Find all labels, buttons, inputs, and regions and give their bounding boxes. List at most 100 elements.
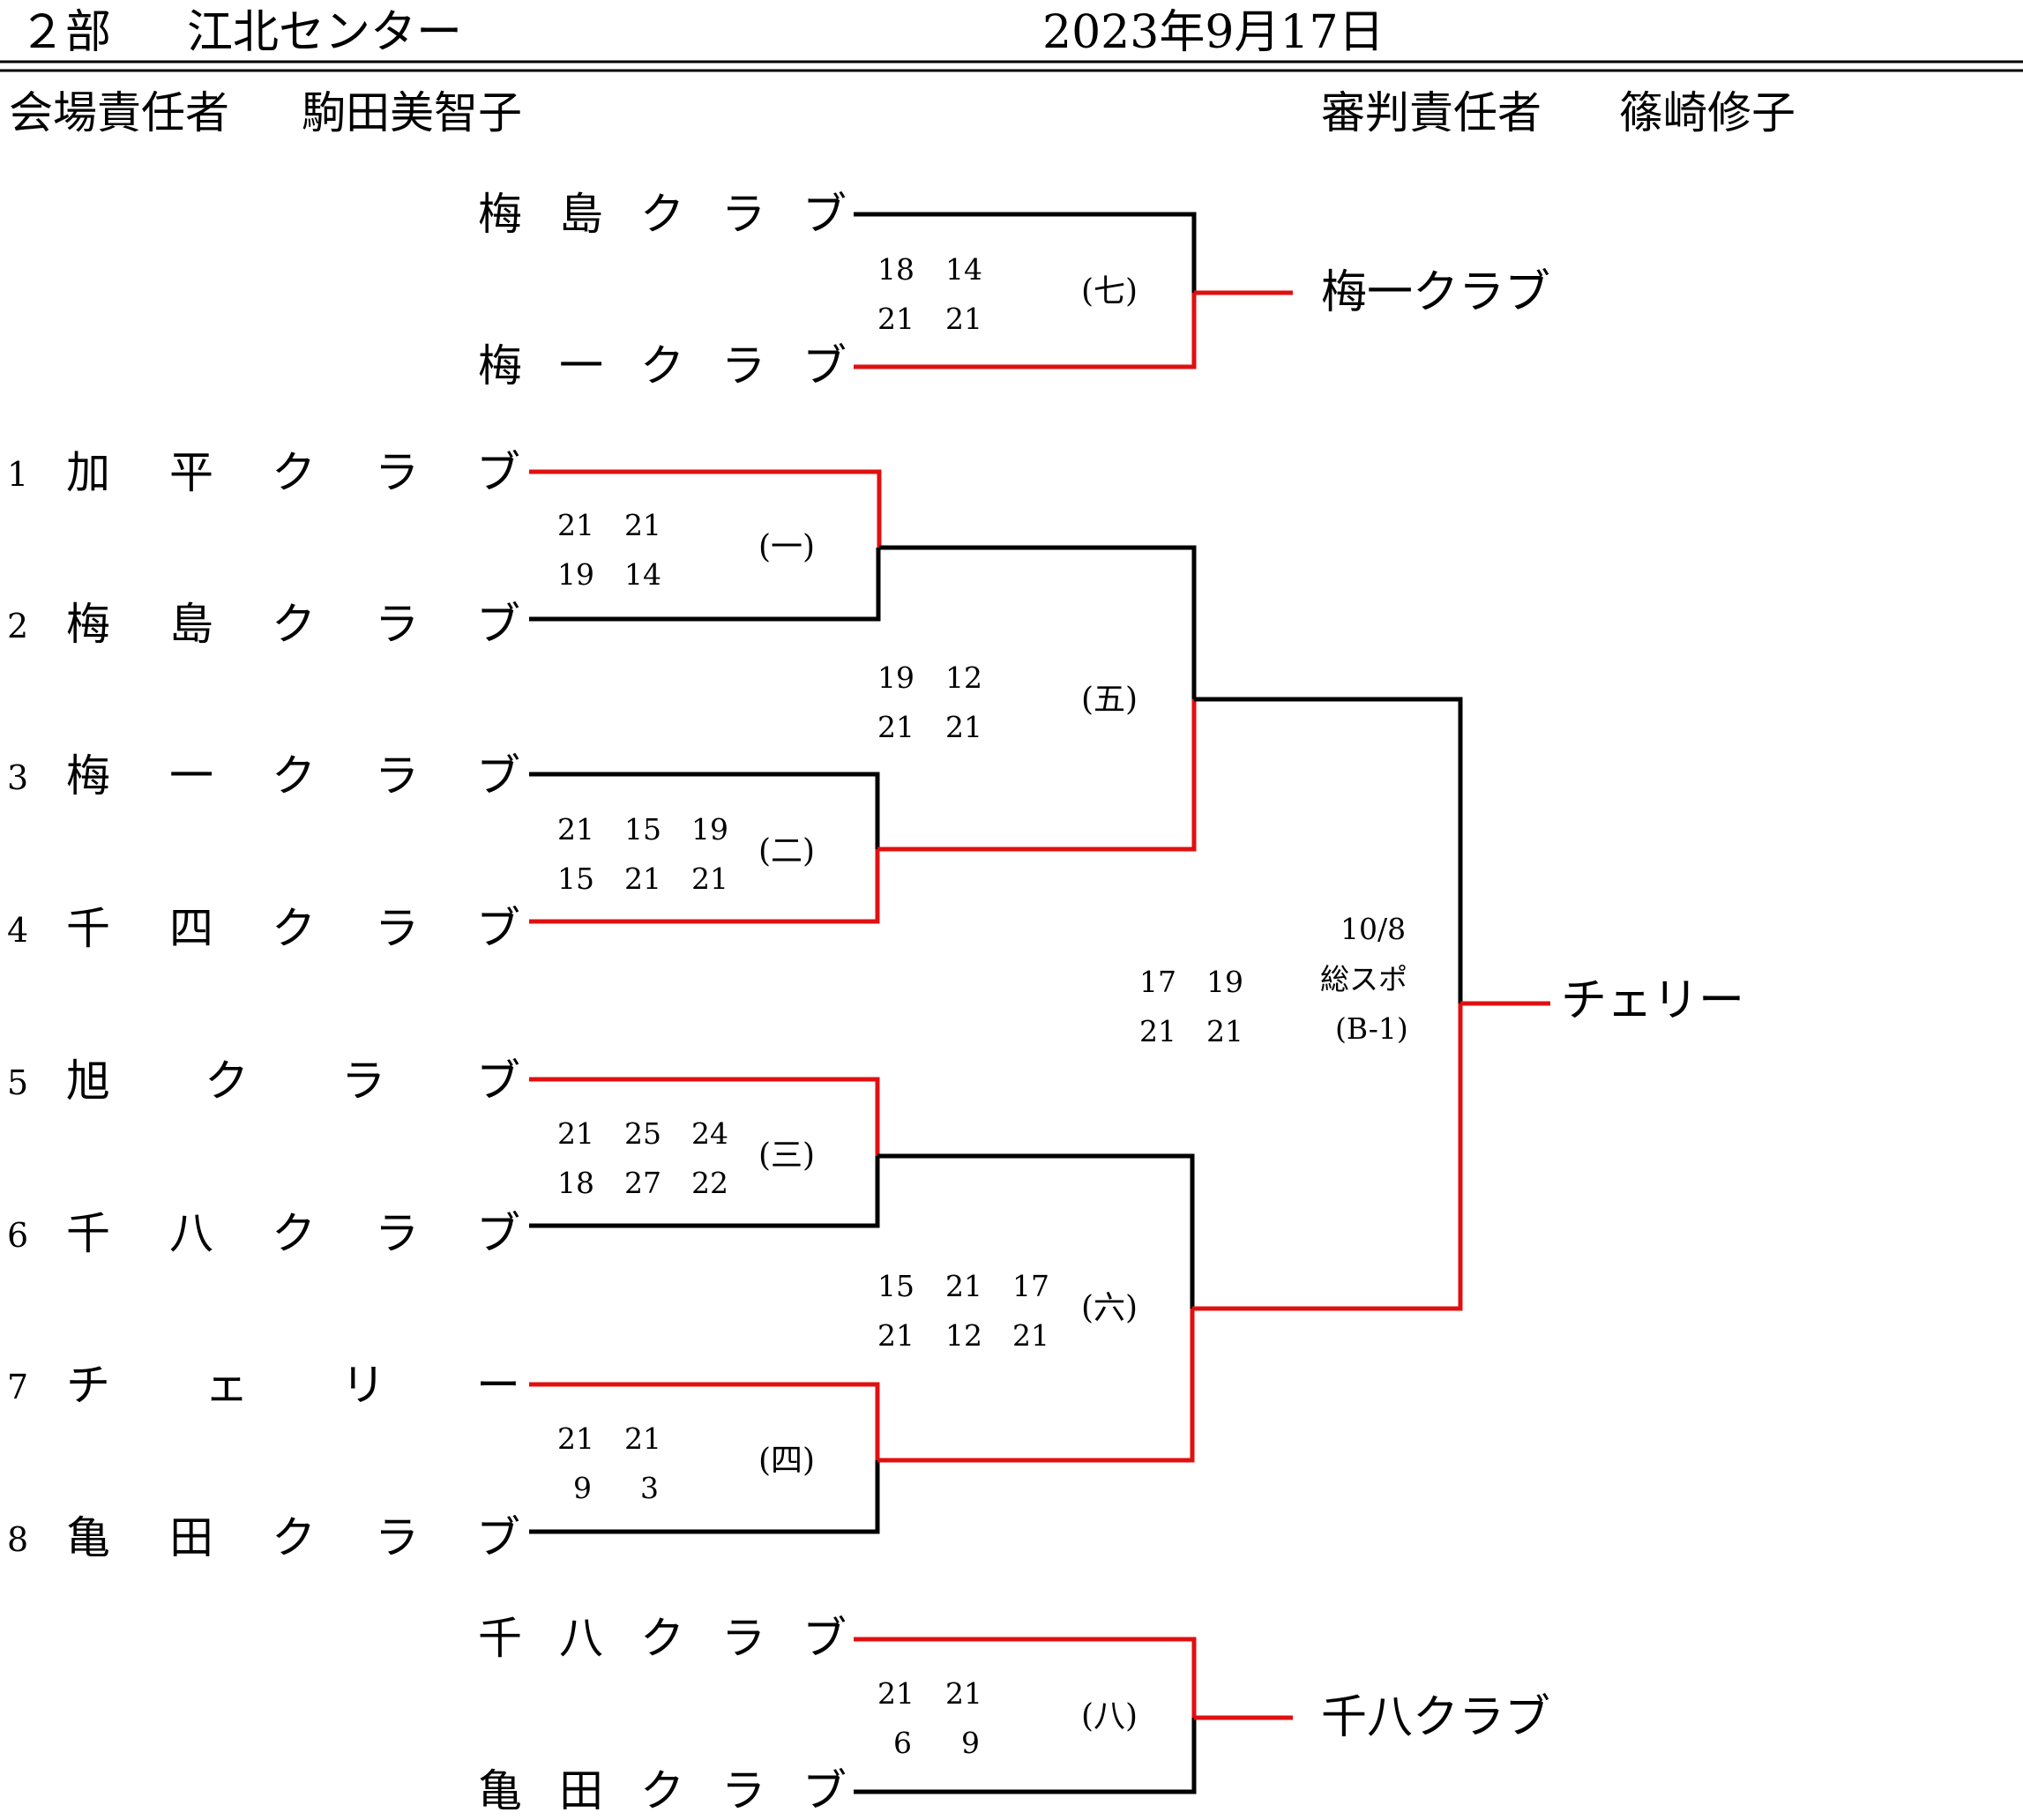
- svg-text:ブ: ブ: [476, 1208, 520, 1259]
- bracket-line: [879, 545, 1197, 699]
- svg-text:15: 15: [877, 1269, 914, 1303]
- match-label: (三): [758, 1138, 815, 1174]
- svg-text:27: 27: [624, 1166, 661, 1200]
- division-label: ２部: [19, 6, 111, 59]
- svg-text:21: 21: [945, 1269, 982, 1303]
- match-score: 21 21 6 9: [877, 1676, 982, 1760]
- venue-manager-name: 駒田美智子: [302, 87, 522, 138]
- final-date: 10/8: [1340, 912, 1406, 946]
- referee-manager-label: 審判責任者: [1321, 87, 1542, 138]
- svg-text:12: 12: [945, 660, 982, 695]
- svg-text:ク: ク: [272, 599, 316, 650]
- svg-text:24: 24: [691, 1116, 728, 1151]
- svg-text:ブ: ブ: [476, 1055, 520, 1107]
- svg-text:田: 田: [559, 1765, 603, 1816]
- svg-text:ブ: ブ: [802, 340, 847, 392]
- team-number: 7: [7, 1368, 28, 1406]
- svg-text:15: 15: [557, 862, 594, 896]
- team-name: 加 平 ク ラ ブ: [66, 447, 520, 498]
- svg-text:3: 3: [640, 1471, 659, 1505]
- svg-text:チ: チ: [66, 1360, 110, 1411]
- svg-text:ク: ク: [272, 447, 316, 498]
- team-name: 千 八 ク ラ ブ: [66, 1208, 520, 1259]
- svg-text:ク: ク: [272, 1512, 316, 1563]
- event-date: 2023年9月17日: [1042, 6, 1385, 59]
- svg-text:ラ: ラ: [375, 1512, 419, 1563]
- svg-text:千: 千: [66, 903, 110, 954]
- svg-text:9: 9: [573, 1471, 592, 1505]
- svg-text:14: 14: [624, 557, 661, 592]
- match-score: 17 19 21 21: [1139, 965, 1243, 1048]
- champion-name: チェリー: [1561, 974, 1744, 1027]
- team-number: 1: [7, 455, 28, 494]
- team-number: 6: [7, 1216, 28, 1255]
- svg-text:21: 21: [877, 710, 914, 744]
- svg-text:ブ: ブ: [476, 1512, 520, 1563]
- referee-manager-name: 篠崎修子: [1619, 87, 1795, 138]
- match-label: (一): [758, 529, 815, 565]
- match-score: 15 21 17 21 12 21: [877, 1269, 1049, 1353]
- svg-text:ク: ク: [640, 1613, 684, 1664]
- svg-text:ラ: ラ: [341, 1055, 385, 1107]
- team-number: 5: [7, 1063, 28, 1102]
- svg-text:八: 八: [169, 1208, 213, 1259]
- bracket-line: [529, 772, 880, 849]
- team-name: 亀 田 ク ラ ブ: [478, 1765, 847, 1816]
- svg-text:島: 島: [169, 599, 213, 650]
- bracket-line: [877, 699, 1197, 852]
- match-label: (二): [758, 833, 815, 869]
- svg-text:21: 21: [945, 1676, 982, 1711]
- svg-text:18: 18: [557, 1166, 594, 1200]
- svg-text:21: 21: [557, 1421, 594, 1456]
- svg-text:亀: 亀: [66, 1512, 110, 1563]
- bracket-line: [529, 548, 881, 622]
- match-label: (六): [1081, 1290, 1138, 1326]
- svg-text:ク: ク: [272, 1208, 316, 1259]
- match-label: (八): [1081, 1698, 1138, 1734]
- svg-text:千: 千: [478, 1613, 522, 1664]
- bracket-line: [877, 1153, 1195, 1309]
- venue-manager-label: 会場責任者: [9, 87, 229, 138]
- bracket-line: [529, 1156, 880, 1228]
- team-name: 亀 田 ク ラ ブ: [66, 1512, 520, 1563]
- svg-text:21: 21: [1139, 1014, 1176, 1048]
- match-label: (四): [758, 1443, 815, 1479]
- bracket-line: [529, 849, 880, 924]
- svg-text:19: 19: [1206, 965, 1243, 999]
- bracket-line: [854, 1718, 1197, 1794]
- team-number: 3: [7, 758, 28, 797]
- svg-text:ラ: ラ: [375, 1208, 419, 1259]
- svg-text:ラ: ラ: [375, 903, 419, 954]
- svg-text:ラ: ラ: [721, 189, 765, 240]
- svg-text:21: 21: [624, 508, 661, 542]
- team-name: 千 四 ク ラ ブ: [66, 903, 520, 954]
- match-score: 21 21 19 14: [557, 508, 661, 592]
- bracket-line: [529, 1077, 880, 1156]
- match-score: 18 14 21 21: [877, 252, 982, 336]
- team-number: 4: [7, 911, 28, 950]
- svg-text:ラ: ラ: [375, 750, 419, 802]
- svg-text:21: 21: [1012, 1318, 1049, 1353]
- bracket-line: [1192, 1003, 1463, 1311]
- team-name: 旭 ク ラ ブ: [66, 1055, 520, 1107]
- svg-text:梅: 梅: [66, 599, 110, 650]
- svg-text:ク: ク: [640, 340, 684, 392]
- svg-text:四: 四: [169, 903, 213, 954]
- winner-name: 千八クラブ: [1321, 1691, 1550, 1744]
- svg-text:6: 6: [893, 1726, 912, 1760]
- bracket-line: [529, 1460, 880, 1534]
- svg-text:亀: 亀: [478, 1765, 522, 1816]
- svg-text:ブ: ブ: [476, 903, 520, 954]
- svg-text:梅: 梅: [66, 750, 110, 802]
- svg-text:18: 18: [877, 252, 914, 287]
- svg-text:21: 21: [1206, 1014, 1243, 1048]
- svg-text:ラ: ラ: [375, 599, 419, 650]
- svg-text:千: 千: [66, 1208, 110, 1259]
- svg-text:八: 八: [559, 1613, 603, 1664]
- svg-text:ブ: ブ: [802, 1765, 847, 1816]
- match-label: (五): [1081, 682, 1138, 718]
- svg-text:19: 19: [557, 557, 594, 592]
- svg-text:17: 17: [1012, 1269, 1049, 1303]
- svg-text:ェ: ェ: [205, 1360, 249, 1411]
- svg-text:ブ: ブ: [476, 447, 520, 498]
